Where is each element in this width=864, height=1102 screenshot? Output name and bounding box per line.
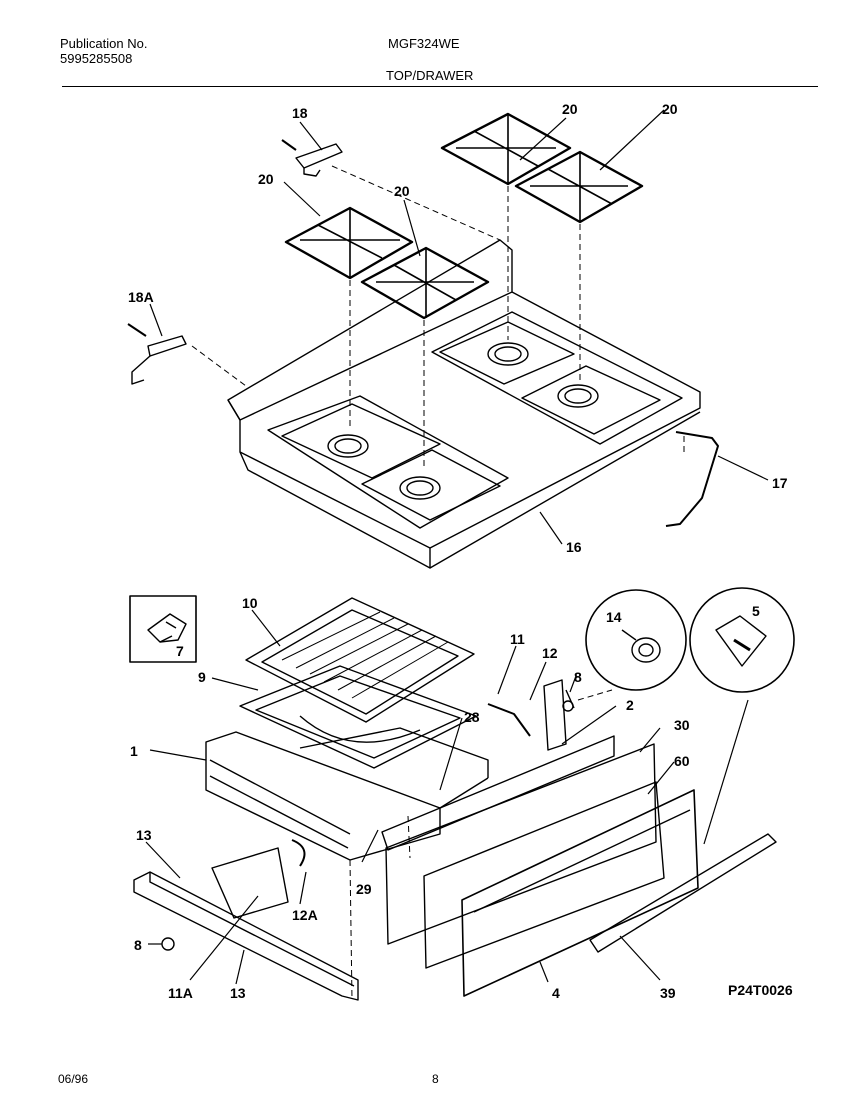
screw-8	[161, 937, 175, 951]
publication-number: 5995285508	[60, 51, 133, 66]
knob-detail-5	[689, 587, 795, 693]
detail-box-part-7	[129, 595, 197, 663]
callout-20-center: 20	[394, 183, 410, 199]
model-number: MGF324WE	[388, 36, 460, 51]
callout-leaders	[145, 109, 769, 985]
burner-grates	[284, 112, 644, 320]
callout-5: 5	[752, 603, 760, 619]
publication-info: Publication No. 5995285508	[60, 36, 147, 66]
callout-16: 16	[566, 539, 582, 555]
alignment-lines-top	[191, 165, 685, 470]
callout-4: 4	[552, 985, 560, 1001]
drawer-frame-1	[205, 727, 489, 861]
callout-8-top: 8	[574, 669, 582, 685]
callout-labels: 18 18A 20 20 20 20 17 16 10 7 14 5 11 12…	[128, 101, 788, 1001]
wire-17	[665, 431, 719, 527]
callout-13-top: 13	[136, 827, 152, 843]
header-divider	[62, 86, 818, 87]
rail-2	[381, 735, 615, 851]
door-inner-30	[385, 743, 657, 945]
figure-code: P24T0026	[728, 982, 793, 998]
callout-12: 12	[542, 645, 558, 661]
page-number: 8	[432, 1072, 439, 1086]
callout-20-far-right: 20	[662, 101, 678, 117]
broiler-grid-10	[245, 597, 475, 723]
callout-29: 29	[356, 881, 372, 897]
callout-28: 28	[464, 709, 480, 725]
bracket-parts	[487, 679, 575, 751]
slide-rail-13	[133, 871, 359, 1001]
callout-18a: 18A	[128, 289, 154, 305]
knob-detail-14	[585, 589, 687, 691]
callout-7: 7	[176, 643, 184, 659]
footer-date: 06/96	[58, 1072, 89, 1086]
section-title: TOP/DRAWER	[386, 68, 474, 83]
bracket-18	[281, 139, 343, 177]
callout-10: 10	[242, 595, 258, 611]
alignment-lines-bottom	[349, 689, 613, 1001]
callout-11a: 11A	[168, 985, 193, 1001]
publication-label: Publication No.	[60, 36, 148, 51]
callout-9: 9	[198, 669, 206, 685]
callout-8-bottom: 8	[134, 937, 142, 953]
callout-20-right: 20	[562, 101, 578, 117]
callout-30: 30	[674, 717, 690, 733]
callout-13-bottom: 13	[230, 985, 246, 1001]
door-front-4	[461, 789, 699, 997]
door-panel-60	[423, 781, 665, 969]
bracket-18a	[127, 323, 187, 385]
callout-12a: 12A	[292, 907, 318, 923]
trim-39	[589, 833, 777, 953]
callout-1: 1	[130, 743, 138, 759]
cooktop-assembly	[227, 239, 701, 569]
callout-60: 60	[674, 753, 690, 769]
callout-39: 39	[660, 985, 676, 1001]
bracket-12a	[211, 847, 289, 919]
callout-18: 18	[292, 105, 308, 121]
callout-14: 14	[606, 609, 622, 625]
broiler-pan-9	[239, 665, 477, 769]
callout-2: 2	[626, 697, 634, 713]
callout-17: 17	[772, 475, 788, 491]
callout-11: 11	[510, 631, 525, 647]
callout-20-left: 20	[258, 171, 274, 187]
